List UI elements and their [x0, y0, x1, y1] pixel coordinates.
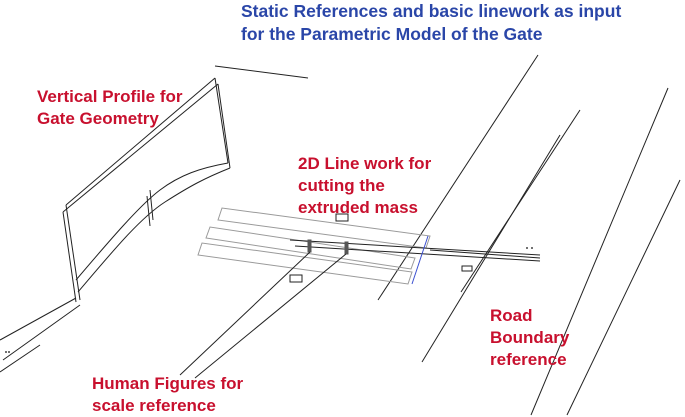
- reference-lines: [0, 54, 681, 416]
- label-human-figures: Human Figures for scale reference: [92, 374, 244, 415]
- label-road-boundary: Road Boundary reference: [490, 306, 570, 369]
- diagram-title: Static References and basic linework as …: [241, 1, 622, 44]
- plan-linework: [197, 207, 541, 285]
- human-figures: [307, 239, 349, 255]
- label-vertical-profile: Vertical Profile for Gate Geometry: [37, 87, 183, 128]
- vertical-profile-panel: [62, 77, 231, 303]
- label-line-work: 2D Line work for cutting the extruded ma…: [298, 154, 432, 217]
- human-figures-leaders: [179, 251, 347, 379]
- small-marks: [5, 247, 533, 353]
